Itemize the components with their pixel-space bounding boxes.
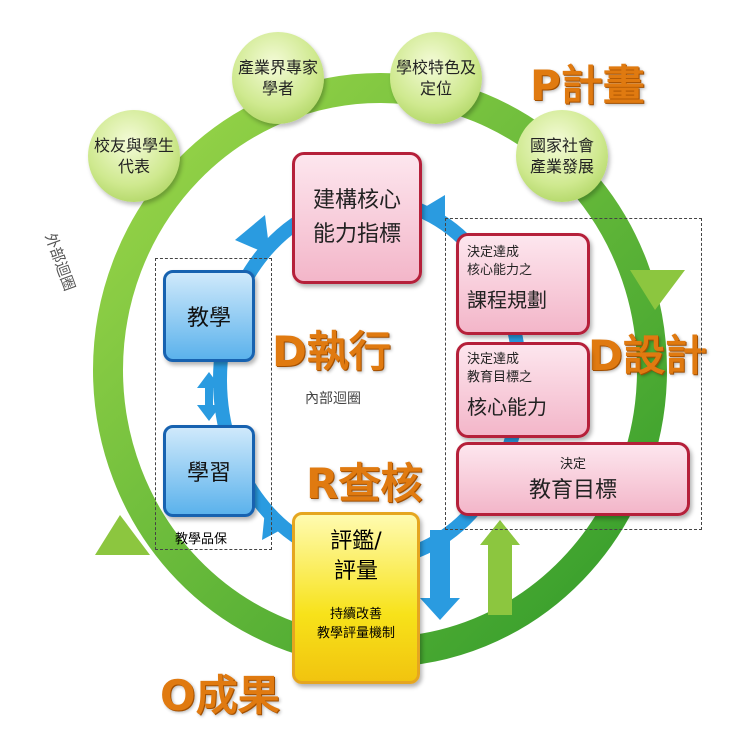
- learning-box: 學習: [163, 425, 255, 517]
- outer-arrow-left: [95, 515, 150, 555]
- phase-design: D設計: [588, 331, 707, 380]
- phase-outcome: O成果: [160, 671, 280, 720]
- stakeholder-national-industry: 國家社會產業發展: [516, 110, 608, 202]
- design-box-education-goals: 決定 教育目標: [456, 442, 690, 516]
- phase-plan: P計畫: [530, 61, 645, 110]
- design-box: [445, 218, 702, 530]
- inner-arrow-topleft: [235, 215, 270, 255]
- teaching-box: 教學: [163, 270, 255, 362]
- teaching-qa-box: [155, 258, 272, 550]
- inner-arrow-top: [420, 195, 445, 228]
- teaching-qa-label: 教學品保: [175, 532, 228, 547]
- phase-execute: D執行: [272, 327, 391, 376]
- stakeholder-alumni-students: 校友與學生代表: [88, 110, 180, 202]
- outer-arrow-up: [480, 520, 520, 545]
- stakeholder-school-features: 學校特色及定位: [390, 32, 482, 124]
- design-box-core-ability: 決定達成教育目標之 核心能力: [456, 342, 590, 438]
- teach-learn-arrow: [197, 372, 221, 421]
- evaluation-box: 評鑑/評量 持續改善教學評量機制: [292, 512, 420, 684]
- inner-arrow-down: [420, 598, 460, 620]
- phase-check: R查核: [306, 459, 423, 508]
- inner-loop-label: 內部迴圈: [305, 391, 361, 407]
- design-box-course-planning: 決定達成核心能力之 課程規劃: [456, 233, 590, 335]
- build-core-indicators: 建構核心能力指標: [292, 152, 422, 284]
- stakeholder-industry-experts: 產業界專家學者: [232, 32, 324, 124]
- outer-arrow-right: [630, 270, 685, 310]
- inner-arrow-bottom: [262, 510, 290, 540]
